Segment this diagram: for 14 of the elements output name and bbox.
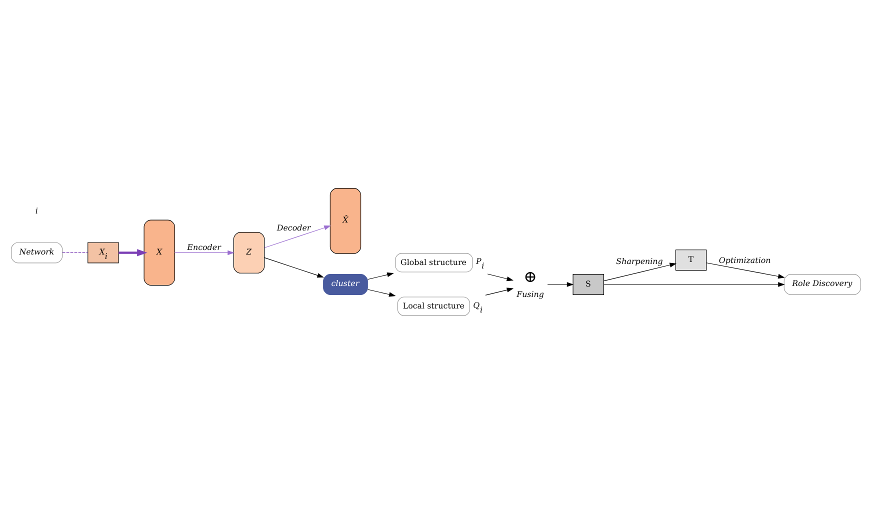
arrow xyxy=(602,262,676,282)
arrow xyxy=(367,289,396,297)
arrow xyxy=(706,262,784,279)
arrow xyxy=(174,250,234,256)
node-text: ⊕ xyxy=(523,266,536,286)
arrow xyxy=(264,226,330,248)
arrow xyxy=(484,288,514,296)
arrow xyxy=(367,272,394,280)
arrow xyxy=(118,249,147,256)
arrow xyxy=(546,282,574,287)
connector xyxy=(62,252,88,253)
arrow xyxy=(603,282,784,287)
arrow xyxy=(486,274,514,282)
arrow xyxy=(264,257,324,278)
